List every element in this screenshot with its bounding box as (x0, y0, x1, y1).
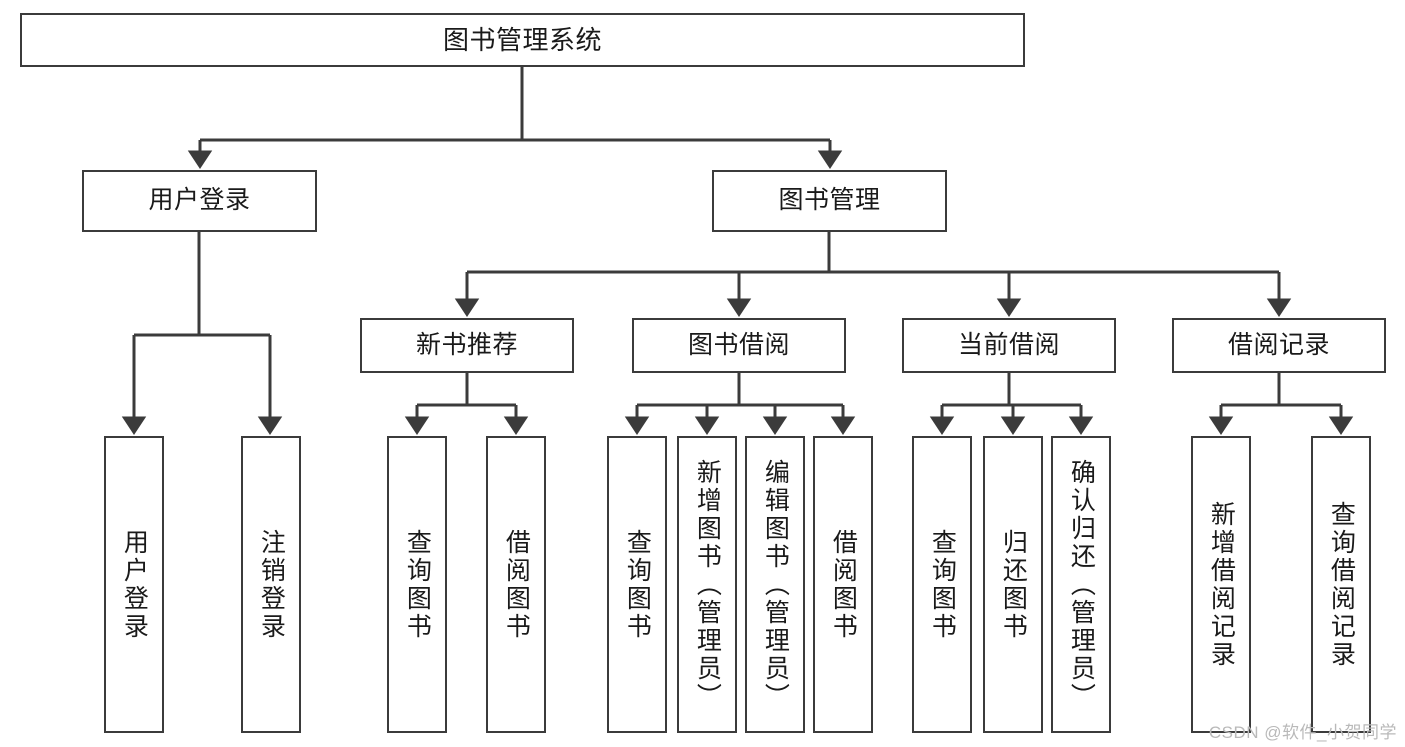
node-label: 用户登录 (120, 528, 149, 641)
node-label: 用户登录 (148, 186, 251, 215)
node-label: 确认归还（管理员） (1067, 458, 1096, 711)
node-user-login[interactable]: 用户登录 (82, 170, 317, 232)
node-current-borrow[interactable]: 当前借阅 (902, 318, 1116, 373)
node-leaf-query-book-2[interactable]: 查询图书 (607, 436, 667, 733)
node-label: 查询图书 (928, 528, 957, 641)
node-label: 图书借阅 (687, 330, 790, 359)
node-leaf-add-book[interactable]: 新增图书（管理员） (677, 436, 737, 733)
node-label: 新增借阅记录 (1207, 500, 1236, 669)
node-leaf-borrow-book-2[interactable]: 借阅图书 (813, 436, 873, 733)
node-leaf-user-logout[interactable]: 注销登录 (241, 436, 301, 733)
node-leaf-confirm-return[interactable]: 确认归还（管理员） (1051, 436, 1111, 733)
node-leaf-user-login[interactable]: 用户登录 (104, 436, 164, 733)
node-label: 注销登录 (257, 528, 286, 641)
node-label: 编辑图书（管理员） (761, 458, 790, 711)
node-label: 图书管理系统 (442, 24, 602, 55)
node-label: 借阅记录 (1227, 330, 1330, 359)
node-label: 图书管理 (778, 186, 881, 215)
node-label: 借阅图书 (829, 528, 858, 641)
node-label: 查询图书 (403, 528, 432, 641)
node-label: 新增图书（管理员） (693, 458, 722, 711)
node-borrow-record[interactable]: 借阅记录 (1172, 318, 1386, 373)
node-leaf-return-book[interactable]: 归还图书 (983, 436, 1043, 733)
node-label: 查询借阅记录 (1327, 500, 1356, 669)
node-label: 查询图书 (623, 528, 652, 641)
node-leaf-query-book-1[interactable]: 查询图书 (387, 436, 447, 733)
node-root-system[interactable]: 图书管理系统 (20, 13, 1025, 67)
node-label: 归还图书 (999, 528, 1028, 641)
node-label: 当前借阅 (957, 330, 1060, 359)
node-leaf-add-record[interactable]: 新增借阅记录 (1191, 436, 1251, 733)
node-book-manage[interactable]: 图书管理 (712, 170, 947, 232)
node-leaf-borrow-book-1[interactable]: 借阅图书 (486, 436, 546, 733)
node-leaf-query-record[interactable]: 查询借阅记录 (1311, 436, 1371, 733)
csdn-watermark: CSDN @软件_小贺同学 (1208, 723, 1397, 742)
node-leaf-query-book-3[interactable]: 查询图书 (912, 436, 972, 733)
node-label: 借阅图书 (502, 528, 531, 641)
node-book-borrow[interactable]: 图书借阅 (632, 318, 846, 373)
node-label: 新书推荐 (415, 330, 518, 359)
node-leaf-edit-book[interactable]: 编辑图书（管理员） (745, 436, 805, 733)
node-new-book-rec[interactable]: 新书推荐 (360, 318, 574, 373)
